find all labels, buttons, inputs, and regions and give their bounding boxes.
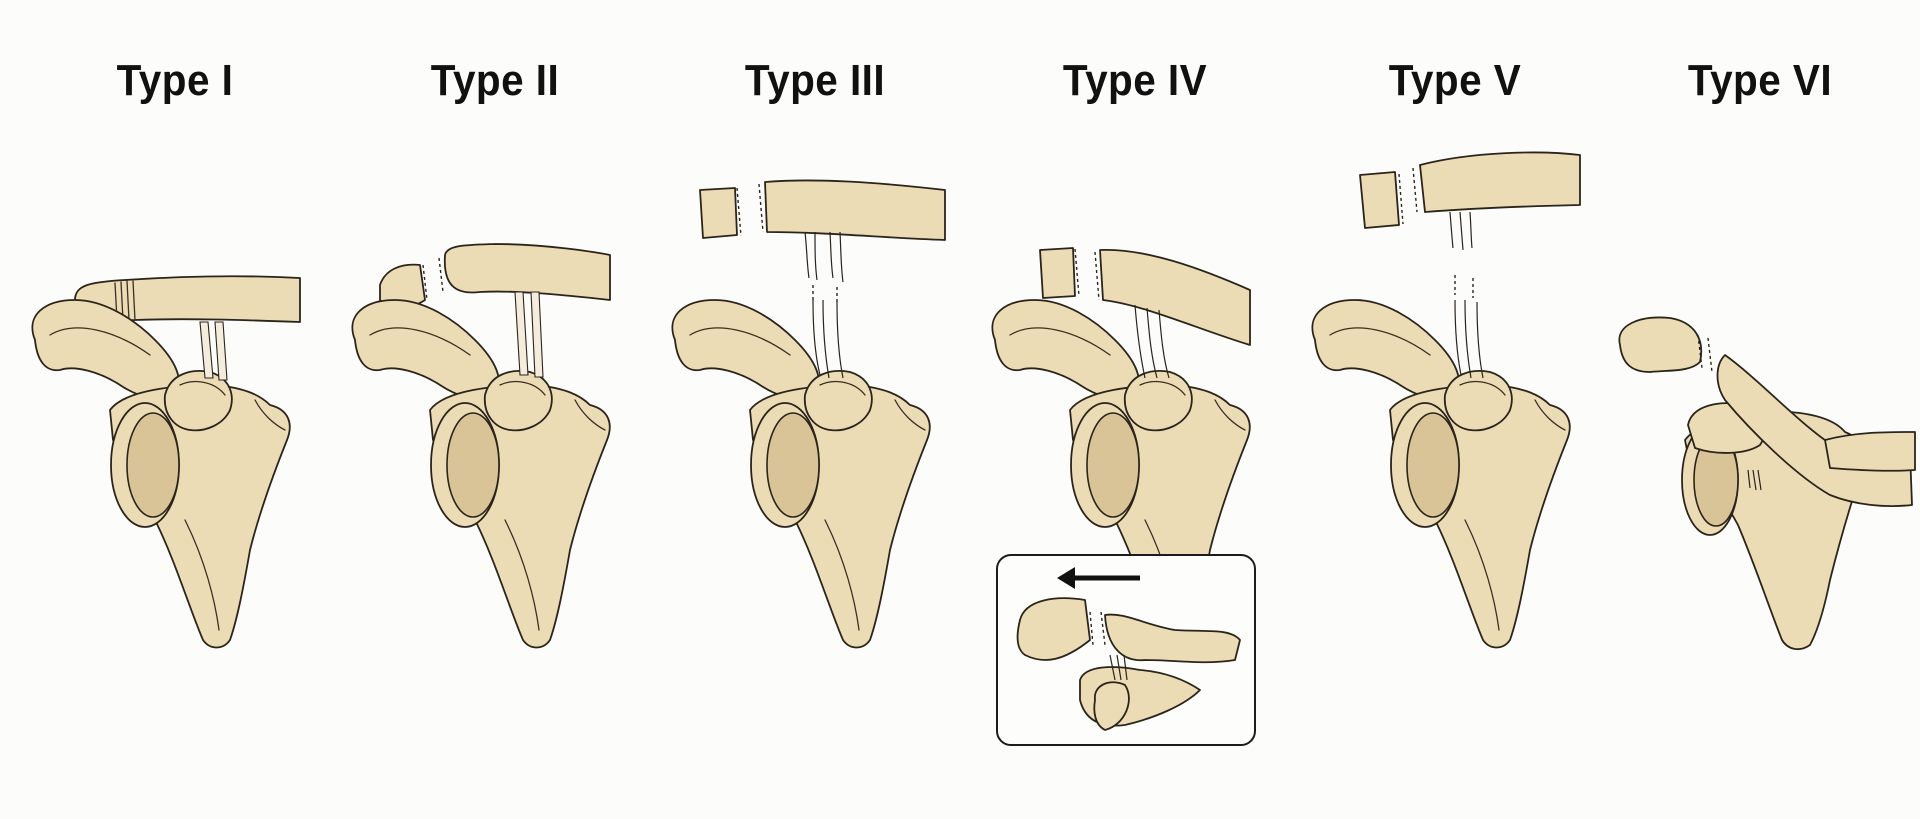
torn-ligaments-lower xyxy=(812,285,844,379)
panel-type-6: Type VI xyxy=(1600,0,1920,819)
panel-type-2: Type II xyxy=(335,0,655,819)
panel-title: Type III xyxy=(744,56,886,105)
type-1-illustration xyxy=(31,275,301,649)
clavicle xyxy=(1099,249,1251,346)
coracoclavicular-ligaments xyxy=(1134,304,1170,379)
panel-title: Type I xyxy=(116,56,234,105)
type-4-illustration xyxy=(991,247,1256,746)
type-5-illustration xyxy=(1311,151,1581,649)
acromion-fragment xyxy=(699,187,738,239)
type-3-illustration xyxy=(671,179,946,649)
acromion xyxy=(1618,316,1703,373)
coracoclavicular-ligaments xyxy=(1747,469,1762,491)
panel-title: Type IV xyxy=(1062,56,1208,105)
torn-ligaments-upper xyxy=(1449,211,1473,251)
coracoclavicular-ligaments xyxy=(199,321,228,381)
panel-type-3: Type III xyxy=(655,0,975,819)
panel-type-1: Type I xyxy=(15,0,335,819)
type-2-illustration xyxy=(351,243,611,649)
torn-ligaments-lower xyxy=(1454,275,1484,379)
panel-type-4: Type IV xyxy=(975,0,1295,819)
panel-type-5: Type V xyxy=(1295,0,1615,819)
clavicle xyxy=(443,243,611,301)
panel-title: Type II xyxy=(430,56,560,105)
coracoclavicular-ligaments xyxy=(514,291,544,378)
acromion-fragment xyxy=(1039,247,1076,299)
acromion-fragment xyxy=(1359,171,1400,229)
panel-title: Type VI xyxy=(1687,56,1833,105)
clavicle xyxy=(764,179,946,241)
torn-ligaments-upper xyxy=(804,231,844,283)
posterior-displacement-inset xyxy=(996,554,1256,746)
clavicle xyxy=(1419,151,1581,213)
panel-title: Type V xyxy=(1388,56,1522,105)
type-6-illustration xyxy=(1618,316,1916,651)
